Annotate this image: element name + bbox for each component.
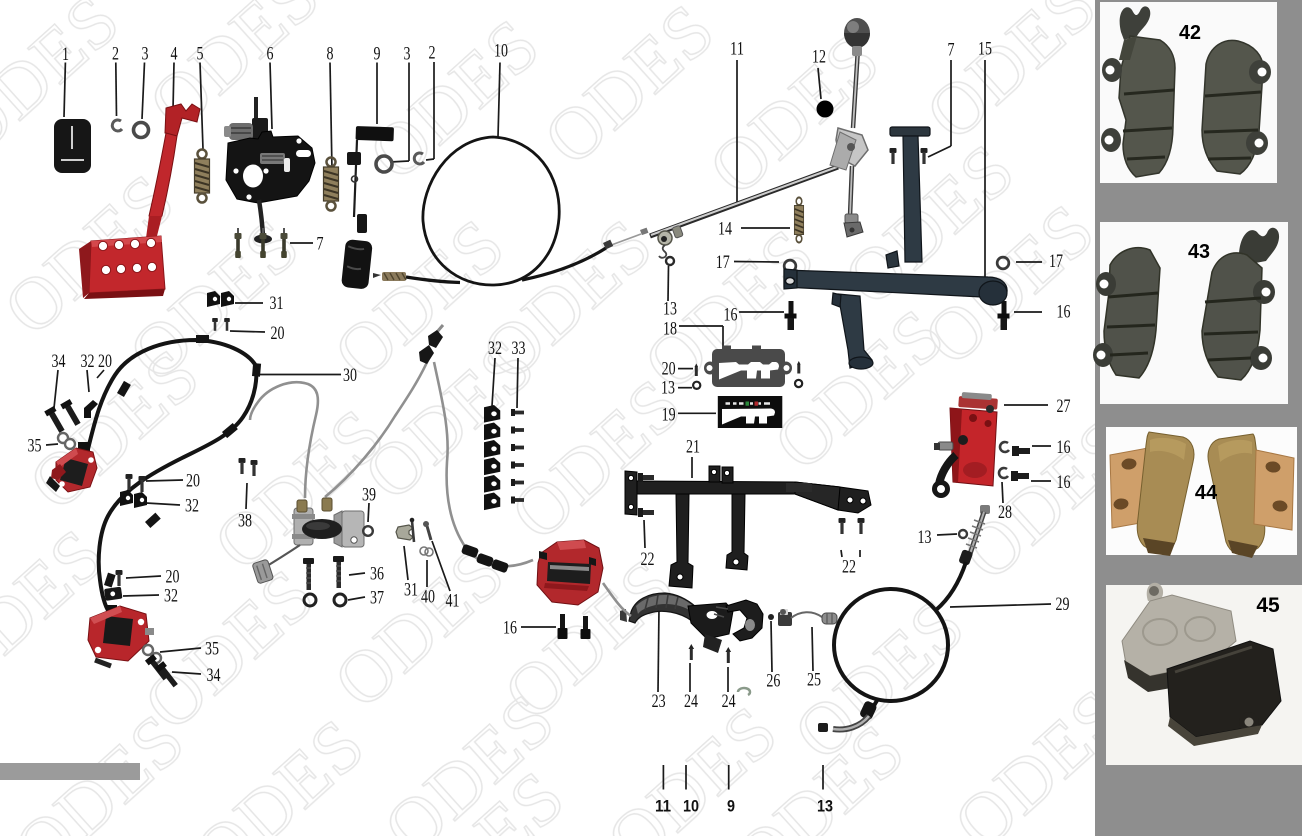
svg-text:37: 37 [370,587,384,608]
svg-text:4: 4 [171,43,178,64]
svg-text:8: 8 [327,43,334,64]
svg-text:28: 28 [998,502,1012,523]
svg-text:31: 31 [404,579,418,600]
svg-text:6: 6 [267,43,274,64]
svg-text:16: 16 [1057,301,1071,322]
svg-text:13: 13 [663,298,677,319]
svg-text:29: 29 [1056,594,1070,615]
svg-text:35: 35 [28,435,42,456]
svg-text:30: 30 [343,365,357,386]
svg-text:36: 36 [370,563,384,584]
svg-text:2: 2 [112,43,119,64]
svg-text:5: 5 [197,43,204,64]
svg-text:21: 21 [686,436,700,457]
svg-text:7: 7 [317,233,324,254]
svg-text:22: 22 [641,549,655,570]
svg-text:38: 38 [238,510,252,531]
svg-text:35: 35 [205,638,219,659]
svg-text:26: 26 [766,671,780,692]
svg-text:3: 3 [404,43,411,64]
svg-text:20: 20 [662,358,676,379]
svg-text:32: 32 [164,585,178,606]
svg-text:7: 7 [948,39,955,60]
svg-text:15: 15 [978,38,992,59]
svg-text:25: 25 [807,669,821,690]
svg-text:34: 34 [52,351,66,372]
svg-text:13: 13 [918,527,932,548]
svg-text:24: 24 [722,691,736,712]
svg-text:2: 2 [429,42,436,63]
svg-text:20: 20 [98,351,112,372]
svg-text:43: 43 [1188,241,1210,263]
svg-text:45: 45 [1256,594,1280,617]
svg-text:13: 13 [817,797,833,816]
svg-text:16: 16 [503,617,517,638]
svg-text:44: 44 [1195,482,1218,504]
svg-text:17: 17 [1049,251,1063,272]
svg-text:42: 42 [1179,22,1201,44]
svg-text:40: 40 [421,586,435,607]
svg-text:11: 11 [655,797,671,816]
svg-text:10: 10 [683,797,699,816]
svg-text:9: 9 [374,43,381,64]
svg-text:18: 18 [663,318,677,339]
svg-text:34: 34 [207,665,221,686]
svg-text:32: 32 [185,495,199,516]
svg-text:20: 20 [271,323,285,344]
svg-text:12: 12 [812,46,826,67]
svg-text:41: 41 [446,590,460,611]
svg-text:14: 14 [718,218,732,239]
svg-text:13: 13 [661,377,675,398]
svg-text:39: 39 [362,484,376,505]
svg-text:16: 16 [1057,437,1071,458]
svg-text:11: 11 [730,38,744,59]
svg-text:3: 3 [142,43,149,64]
svg-text:33: 33 [512,338,526,359]
svg-text:16: 16 [724,304,738,325]
svg-text:10: 10 [494,40,508,61]
svg-text:32: 32 [488,338,502,359]
svg-text:1: 1 [62,44,69,65]
svg-text:9: 9 [727,797,735,816]
svg-text:19: 19 [662,404,676,425]
svg-text:32: 32 [81,351,95,372]
svg-text:17: 17 [716,252,730,273]
svg-text:31: 31 [270,293,284,314]
svg-text:20: 20 [166,566,180,587]
svg-text:20: 20 [186,470,200,491]
svg-text:27: 27 [1057,396,1071,417]
svg-text:24: 24 [684,691,698,712]
svg-text:16: 16 [1057,472,1071,493]
svg-text:23: 23 [652,691,666,712]
svg-text:22: 22 [842,556,856,577]
